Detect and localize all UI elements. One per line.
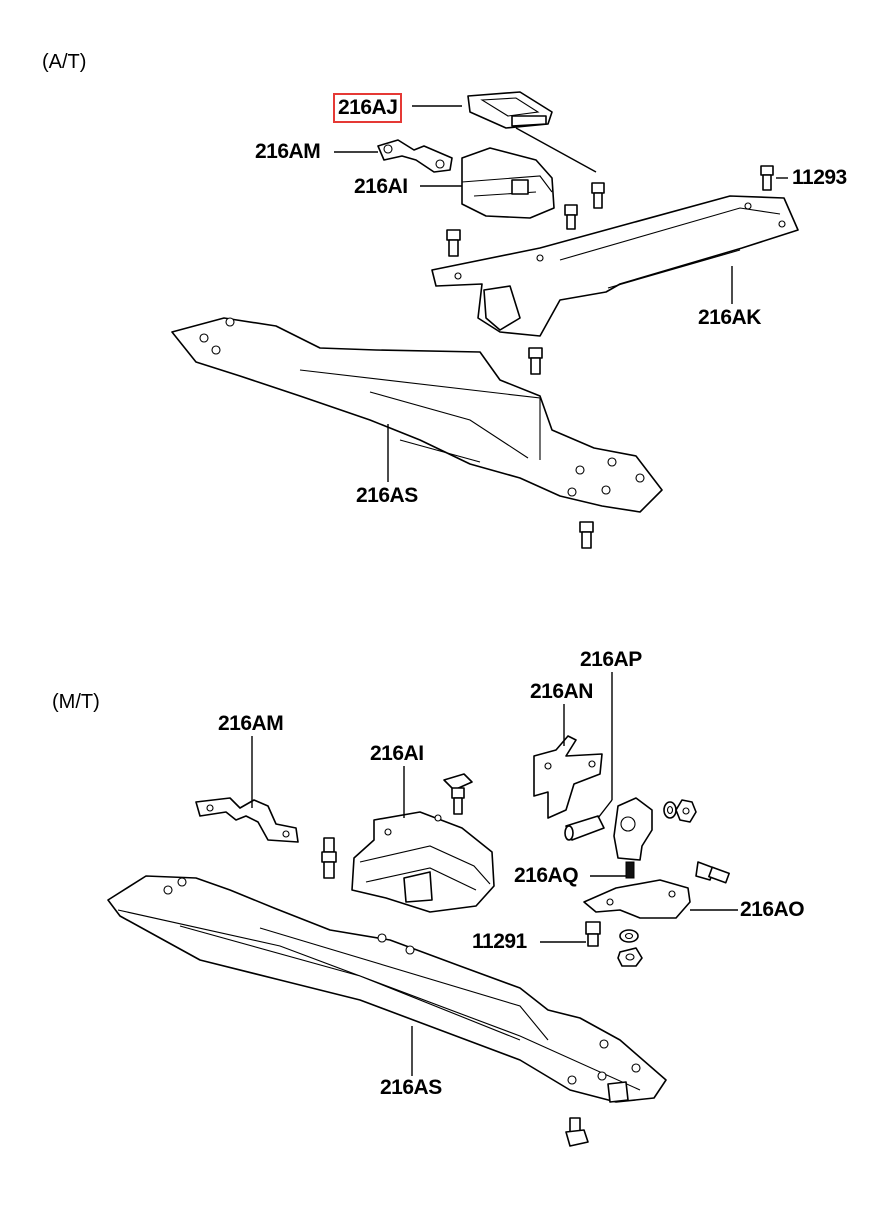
part-216as-crossmember-mt[interactable]	[107, 875, 667, 1103]
callout-216aq[interactable]: 216AQ	[514, 864, 579, 887]
bolt-mt-left[interactable]	[321, 837, 337, 879]
callout-11293[interactable]: 11293	[792, 166, 847, 189]
washer-mt-2[interactable]	[619, 929, 639, 943]
part-216aj-pad[interactable]	[467, 91, 553, 129]
callout-216as-at[interactable]: 216AS	[356, 484, 418, 507]
part-216as-crossmember-at[interactable]	[171, 317, 663, 513]
callout-216ao[interactable]: 216AO	[740, 898, 805, 921]
callout-216am-at[interactable]: 216AM	[255, 140, 321, 163]
part-216ak-crossmember[interactable]	[431, 195, 799, 337]
part-216ai-insulator-at[interactable]	[461, 147, 555, 219]
callout-216aj-selected[interactable]: 216AJ	[332, 93, 403, 123]
washer-mt-1[interactable]	[663, 801, 677, 819]
bolt-at-1[interactable]	[591, 182, 605, 209]
part-216am-clamp-mt[interactable]	[195, 797, 299, 843]
bolt-mt-bottom[interactable]	[565, 1117, 589, 1147]
callout-216as-mt[interactable]: 216AS	[380, 1076, 442, 1099]
bolt-at-11293[interactable]	[760, 165, 774, 191]
bolt-mt-11291[interactable]	[585, 921, 601, 947]
bolt-mt-216ao[interactable]	[695, 861, 730, 884]
bolt-at-3[interactable]	[446, 229, 461, 257]
nut-mt-1[interactable]	[675, 799, 697, 823]
part-216an-bracket[interactable]	[533, 735, 603, 819]
section-title-at: (A/T)	[42, 51, 87, 73]
callout-216an[interactable]: 216AN	[530, 680, 593, 703]
bolt-at-5[interactable]	[579, 521, 594, 549]
bolt-at-4[interactable]	[528, 347, 543, 375]
callout-216ak[interactable]: 216AK	[698, 306, 761, 329]
callout-216am-mt[interactable]: 216AM	[218, 712, 284, 735]
bolt-at-2[interactable]	[564, 204, 578, 230]
bolt-mt-top[interactable]	[443, 773, 473, 815]
callout-11291[interactable]: 11291	[472, 930, 527, 953]
part-216ao-bracket[interactable]	[583, 879, 691, 919]
callout-216ai-at[interactable]: 216AI	[354, 175, 408, 198]
part-216ai-insulator-mt[interactable]	[351, 811, 495, 913]
callout-216ai-mt[interactable]: 216AI	[370, 742, 424, 765]
nut-mt-2[interactable]	[617, 947, 643, 967]
callout-216ap[interactable]: 216AP	[580, 648, 642, 671]
part-216ap-pin[interactable]	[564, 815, 605, 841]
part-216am-clamp-at[interactable]	[377, 139, 453, 173]
section-title-mt: (M/T)	[52, 691, 100, 713]
part-216aq-bracket[interactable]	[613, 797, 653, 879]
